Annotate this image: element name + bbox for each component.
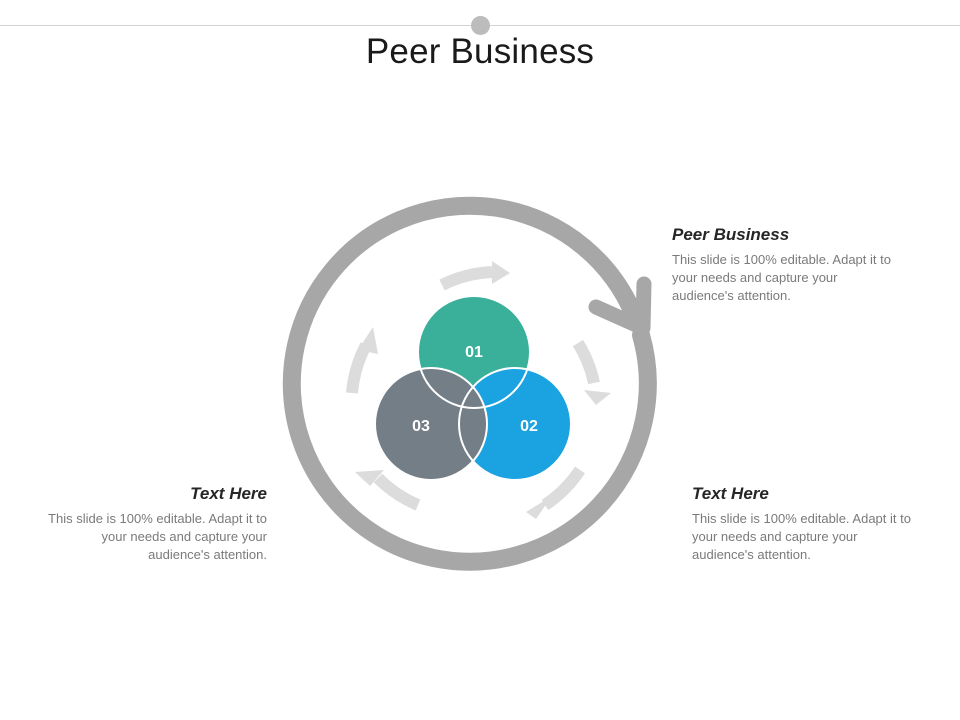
callout-body: This slide is 100% editable. Adapt it to… xyxy=(692,511,911,562)
inner-arrow-top xyxy=(439,266,493,291)
callout-body: This slide is 100% editable. Adapt it to… xyxy=(48,511,267,562)
callout-body: This slide is 100% editable. Adapt it to… xyxy=(672,252,891,303)
circle-03-label: 03 xyxy=(412,418,430,435)
inner-arrowhead-left xyxy=(358,327,378,354)
inner-arrowhead-right-lower xyxy=(526,496,552,519)
callout-heading: Text Here xyxy=(692,484,769,503)
inner-arrow-right-upper xyxy=(572,339,600,385)
circle-01-label: 01 xyxy=(465,344,483,361)
outer-cycle-ring xyxy=(282,196,657,571)
callout-heading: Peer Business xyxy=(672,225,790,244)
callout-heading: Text Here xyxy=(190,484,267,503)
callout-bottom-left: Text Here This slide is 100% editable. A… xyxy=(42,484,267,564)
inner-arrowhead-bottom-left xyxy=(355,470,384,486)
inner-arrow-bottom-left xyxy=(373,473,421,511)
top-divider-dot xyxy=(471,16,490,35)
inner-arrow-right-lower xyxy=(541,466,585,510)
circle-02-outline xyxy=(458,367,572,481)
inner-arrow-left xyxy=(346,342,372,394)
overlap-01-03 xyxy=(418,368,487,408)
callout-bottom-right: Text Here This slide is 100% editable. A… xyxy=(692,484,917,564)
outer-cycle-arrowhead xyxy=(588,276,652,336)
callout-top-right: Peer Business This slide is 100% editabl… xyxy=(672,225,897,305)
circle-01-outline xyxy=(417,295,531,409)
circle-02-label: 02 xyxy=(520,418,538,435)
circle-02 xyxy=(459,368,571,480)
inner-arrowhead-right-upper xyxy=(584,390,611,405)
slide-title: Peer Business xyxy=(365,32,595,71)
inner-arrowhead-top xyxy=(492,261,510,284)
circle-03-outline xyxy=(374,367,488,481)
